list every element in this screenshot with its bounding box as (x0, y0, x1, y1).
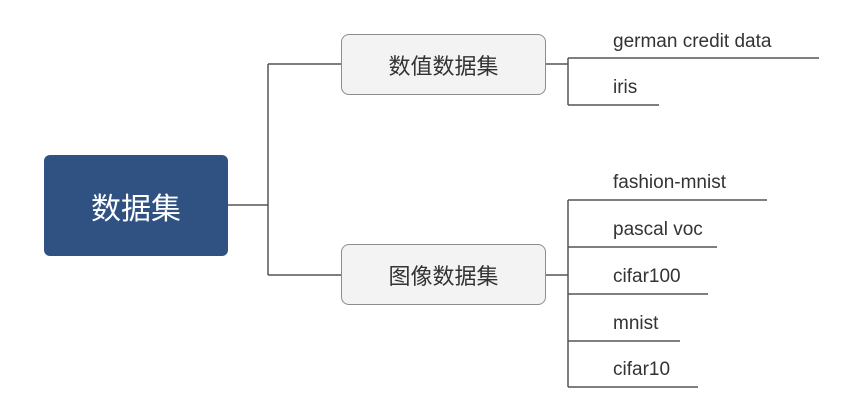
leaf-node-pascal-voc[interactable]: pascal voc (613, 219, 703, 240)
branch-node-label: 图像数据集 (388, 264, 499, 290)
branch-node-image-datasets[interactable]: 图像数据集 (341, 244, 546, 305)
leaf-node-mnist[interactable]: mnist (613, 313, 659, 334)
leaf-node-iris[interactable]: iris (613, 77, 638, 98)
root-node[interactable]: 数据集 (44, 155, 228, 256)
leaf-node-fashion-mnist[interactable]: fashion-mnist (613, 172, 726, 193)
leaf-node-cifar100[interactable]: cifar100 (613, 266, 681, 287)
leaf-node-german-credit-data[interactable]: german credit data (613, 31, 772, 52)
branch-node-label: 数值数据集 (388, 54, 499, 80)
leaf-node-cifar10[interactable]: cifar10 (613, 359, 671, 380)
branch-node-numeric-datasets[interactable]: 数值数据集 (341, 34, 546, 95)
root-node-label: 数据集 (91, 191, 181, 227)
